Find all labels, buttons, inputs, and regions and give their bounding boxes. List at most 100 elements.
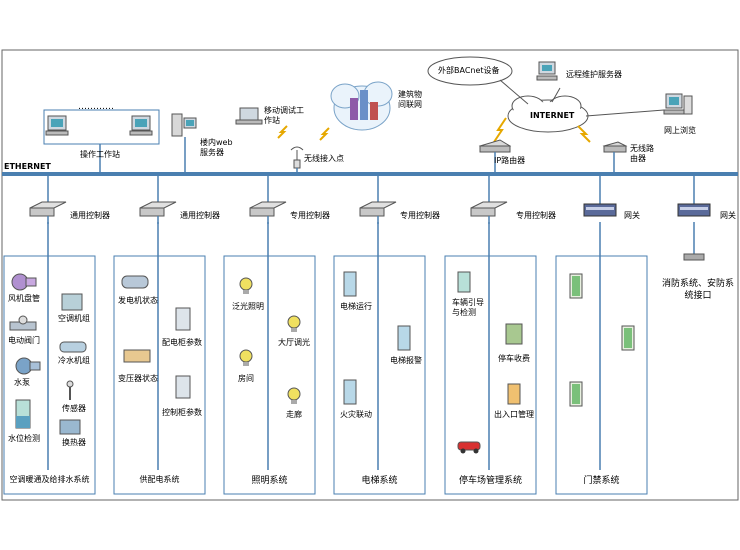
door-icon	[621, 325, 635, 351]
valve-icon	[9, 315, 37, 331]
elevator-item: 电梯报警	[390, 356, 422, 365]
access-system-box	[555, 255, 648, 495]
gateway-label: 网关	[720, 211, 736, 220]
workstation-dots: …………	[78, 102, 114, 112]
parking-item: 车辆引导与检测	[452, 298, 484, 317]
elevator-item: 火灾联动	[340, 410, 372, 419]
bulb-icon	[239, 277, 253, 294]
water-level-icon	[15, 399, 31, 429]
wireless-signal-icon	[277, 125, 288, 139]
hvac-item: 风机盘管	[8, 294, 40, 303]
hvac-item: 水位检测	[8, 434, 40, 443]
hvac-system-box	[3, 255, 96, 495]
internet-cloud-icon	[507, 95, 589, 133]
gate-icon	[507, 383, 521, 405]
diagram-frame	[1, 49, 739, 501]
hvac-item: 电动阀门	[8, 336, 40, 345]
bacnet-label: 外部BACnet设备	[438, 66, 500, 75]
controller-label: 专用控制器	[290, 211, 330, 220]
ip-router-label: IP路由器	[494, 156, 526, 165]
door-icon	[569, 273, 583, 299]
car-icon	[457, 441, 481, 454]
parking-item: 停车收费	[498, 354, 530, 363]
lighting-item: 大厅调光	[278, 338, 310, 347]
controller-icon	[470, 201, 508, 217]
bulb-icon	[287, 387, 301, 404]
wireless-router-icon	[602, 141, 628, 153]
internet-label: INTERNET	[530, 111, 575, 120]
door-icon	[569, 381, 583, 407]
mobile-station-label: 移动调试工作站	[264, 106, 304, 125]
hvac-item: 水泵	[14, 378, 30, 387]
lighting-item: 走廊	[286, 410, 302, 419]
guidance-terminal-icon	[457, 271, 471, 293]
monitor-icon	[536, 61, 558, 81]
bulb-icon	[287, 315, 301, 332]
ahu-icon	[61, 293, 83, 311]
controller-label: 通用控制器	[180, 211, 220, 220]
transformer-icon	[123, 349, 151, 363]
lighting-system-title: 照明系统	[251, 476, 288, 486]
building-cloud-icon	[330, 81, 393, 131]
ethernet-label: ETHERNET	[4, 162, 51, 171]
hvac-item: 空调机组	[58, 314, 90, 323]
power-system-title: 供配电系统	[139, 475, 180, 484]
web-browse-label: 网上浏览	[664, 126, 696, 135]
server-icon	[171, 113, 197, 137]
controller-icon	[29, 201, 67, 217]
power-system-box	[113, 255, 206, 495]
wireless-ap-label: 无线接入点	[304, 154, 344, 163]
pc-icon	[663, 93, 693, 115]
elevator-system-box	[333, 255, 426, 495]
lighting-item: 房间	[238, 374, 254, 383]
cabinet-icon	[175, 375, 191, 399]
controller-icon	[139, 201, 177, 217]
chiller-icon	[59, 341, 87, 353]
elevator-icon	[343, 379, 357, 405]
wireless-ap-icon	[290, 146, 304, 169]
controller-icon	[249, 201, 287, 217]
generator-icon	[121, 275, 149, 289]
power-item: 控制柜参数	[162, 408, 202, 417]
power-item: 变压器状态	[118, 374, 158, 383]
gateway-label: 网关	[624, 211, 640, 220]
power-item: 发电机状态	[118, 296, 158, 305]
laptop-icon	[235, 107, 263, 125]
workstation-group	[43, 109, 160, 145]
parking-item: 出入口管理	[494, 410, 534, 419]
parking-system-box	[444, 255, 537, 495]
interface-connector-icon	[683, 253, 705, 261]
building-iot-label: 建筑物间联网	[398, 90, 422, 109]
controller-icon	[359, 201, 397, 217]
router-icon	[478, 139, 512, 153]
gateway-icon	[583, 203, 617, 217]
workstations-label: 操作工作站	[80, 150, 120, 159]
toll-booth-icon	[505, 323, 523, 345]
hvac-item: 换热器	[62, 438, 86, 447]
wireless-router-label: 无线路由器	[630, 144, 654, 163]
monitor-icon	[45, 115, 69, 136]
hvac-system-title: 空调暖通及给排水系统	[9, 475, 90, 484]
web-server-label: 楼内web服务器	[200, 138, 233, 157]
hvac-item: 冷水机组	[58, 356, 90, 365]
controller-label: 专用控制器	[400, 211, 440, 220]
cabinet-icon	[175, 307, 191, 331]
lighting-item: 泛光照明	[232, 302, 264, 311]
fire-security-label: 消防系统、安防系统接口	[661, 279, 734, 301]
elevator-item: 电梯运行	[340, 302, 372, 311]
pump-icon	[15, 357, 41, 375]
parking-system-title: 停车场管理系统	[458, 476, 522, 486]
elevator-system-title: 电梯系统	[361, 476, 398, 486]
heat-exchanger-icon	[59, 419, 81, 435]
monitor-icon	[129, 115, 153, 136]
controller-label: 通用控制器	[70, 211, 110, 220]
controller-label: 专用控制器	[516, 211, 556, 220]
bacnet-cloud-icon	[427, 56, 513, 86]
ethernet-bus	[2, 172, 738, 176]
wireless-signal-icon	[319, 127, 330, 141]
elevator-icon	[397, 325, 411, 351]
elevator-icon	[343, 271, 357, 297]
bulb-icon	[239, 349, 253, 366]
sensor-icon	[66, 380, 74, 400]
lighting-system-box	[223, 255, 316, 495]
